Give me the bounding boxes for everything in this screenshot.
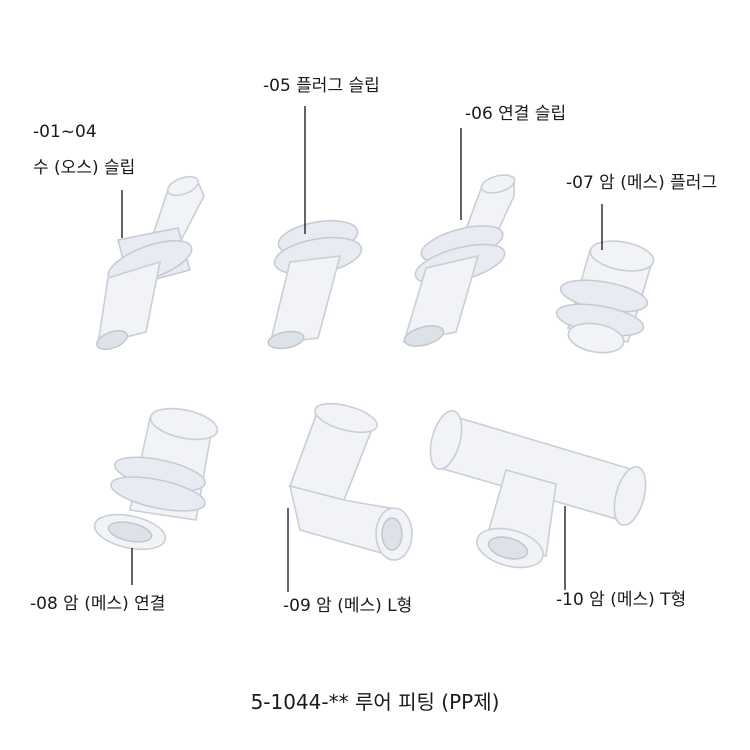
label-08: -08 암 (메스) 연결 (30, 594, 166, 614)
fitting-06 (402, 174, 516, 347)
label-09: -09 암 (메스) L형 (283, 596, 413, 616)
label-10: -10 암 (메스) T형 (556, 590, 687, 610)
label-05: -05 플러그 슬립 (263, 76, 380, 96)
label-06: -06 연결 슬립 (465, 104, 567, 124)
fitting-07 (555, 240, 655, 354)
label-01-04-line1: -01~04 (33, 122, 97, 142)
label-07: -07 암 (메스) 플러그 (566, 173, 718, 193)
fitting-08 (93, 407, 219, 551)
label-01-04-line2: 수 (오스) 슬립 (33, 158, 136, 178)
fitting-05 (267, 220, 363, 350)
fitting-09 (288, 402, 413, 561)
fitting-01-04 (96, 175, 205, 350)
page-title: 5-1044-** 루어 피팅 (PP제) (250, 690, 500, 714)
fitting-10 (429, 409, 647, 569)
